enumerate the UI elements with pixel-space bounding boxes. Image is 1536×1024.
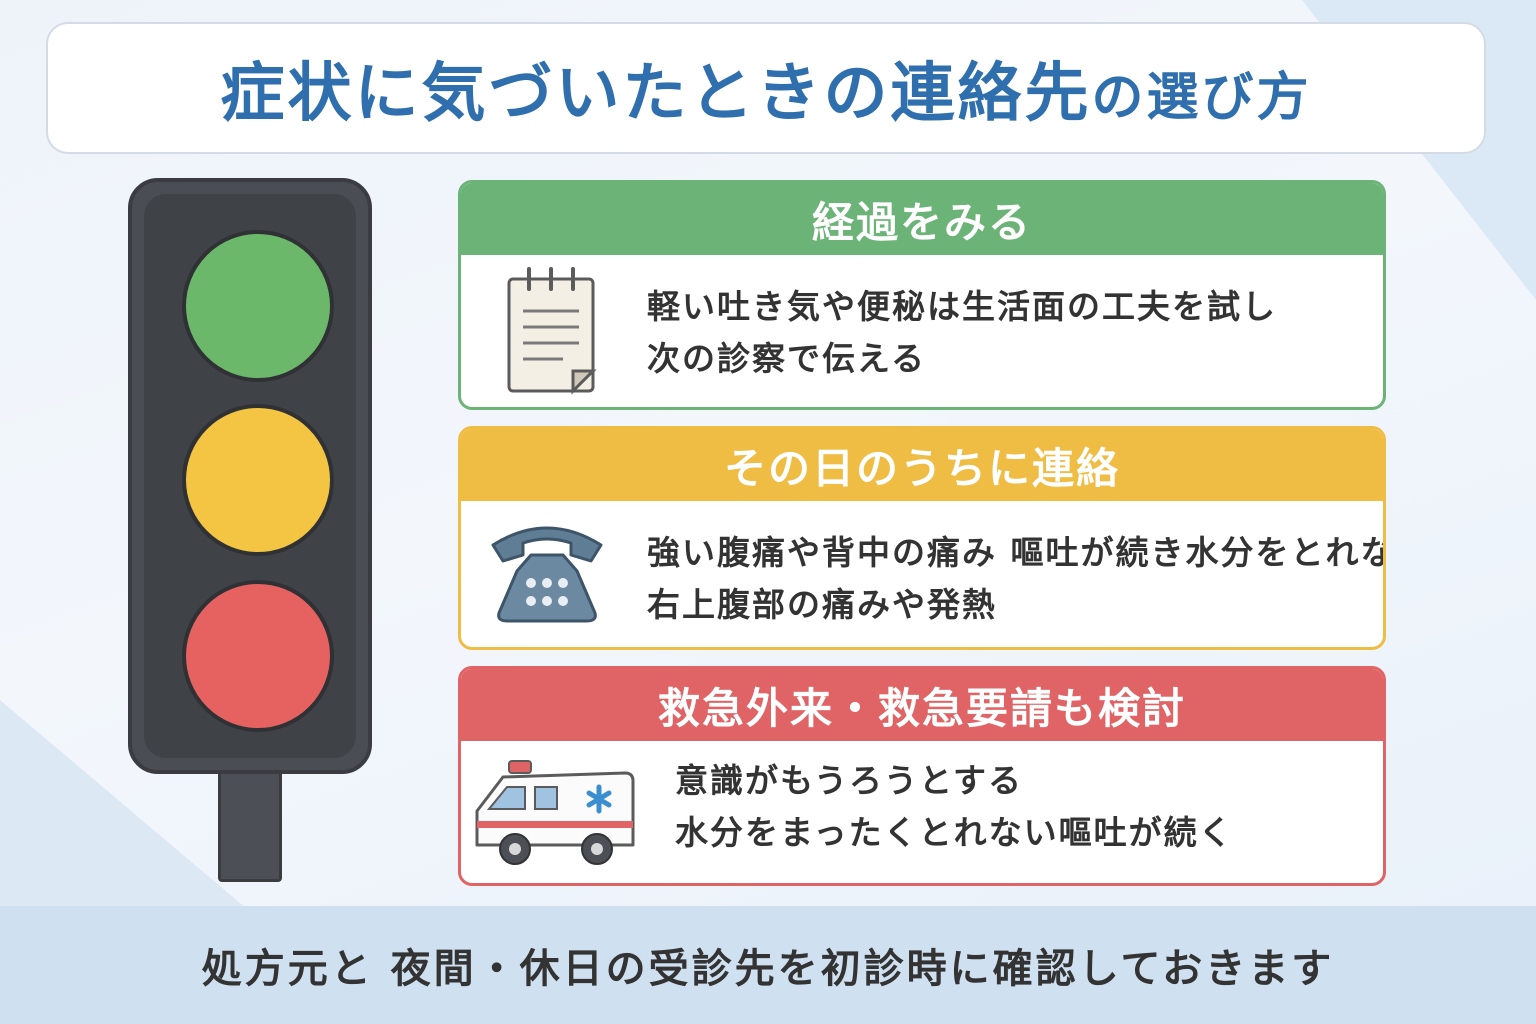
- card-text: 軽い吐き気や便秘は生活面の工夫を試し 次の診察で伝える: [647, 281, 1277, 385]
- footer-text: 処方元と 夜間・休日の受診先を初診時に確認しておきます: [201, 946, 1335, 992]
- card-text-line: 強い腹痛や背中の痛み 嘔吐が続き水分をとれない: [647, 533, 1386, 572]
- card-text-line: 軽い吐き気や便秘は生活面の工夫を試し: [647, 287, 1277, 326]
- page-title-sub: の選び方: [1091, 68, 1312, 128]
- card-text-line: 水分をまったくとれない嘔吐が続く: [675, 813, 1234, 852]
- title-banner: 症状に気づいたときの連絡先の選び方: [46, 22, 1486, 154]
- card-header: 救急外来・救急要請も検討: [461, 669, 1383, 741]
- card-header: 経過をみる: [461, 183, 1383, 255]
- card-watch-progress: 経過をみる 軽い吐き気や便秘は生活面の工夫を試し 次の診察で伝える: [458, 180, 1386, 410]
- green-lamp: [182, 230, 334, 382]
- card-text: 意識がもうろうとする 水分をまったくとれない嘔吐が続く: [675, 755, 1234, 859]
- page-title: 症状に気づいたときの連絡先の選び方: [220, 42, 1311, 134]
- red-lamp: [182, 580, 334, 732]
- telephone-icon: [491, 526, 603, 623]
- card-text: 強い腹痛や背中の痛み 嘔吐が続き水分をとれない 右上腹部の痛みや発熱: [647, 527, 1386, 631]
- yellow-lamp: [182, 404, 334, 556]
- card-text-line: 意識がもうろうとする: [675, 761, 1024, 800]
- card-header: その日のうちに連絡: [461, 429, 1383, 501]
- card-contact-same-day: その日のうちに連絡 強い腹痛や背中の痛み 嘔吐が続き水分をとれない 右上腹部の痛…: [458, 426, 1386, 650]
- traffic-light-icon: [128, 178, 372, 774]
- traffic-light-housing: [144, 194, 356, 758]
- ambulance-icon: [475, 760, 635, 865]
- traffic-light-pole: [218, 770, 282, 882]
- page-title-main: 症状に気づいたときの連絡先: [220, 57, 1092, 131]
- card-text-line: 右上腹部の痛みや発熱: [647, 585, 997, 624]
- notepad-icon: [507, 267, 597, 395]
- card-text-line: 次の診察で伝える: [647, 339, 927, 378]
- card-emergency: 救急外来・救急要請も検討 意識がもうろうとする 水分をまったくとれない嘔吐が続く: [458, 666, 1386, 886]
- footer-banner: 処方元と 夜間・休日の受診先を初診時に確認しておきます: [0, 906, 1536, 1024]
